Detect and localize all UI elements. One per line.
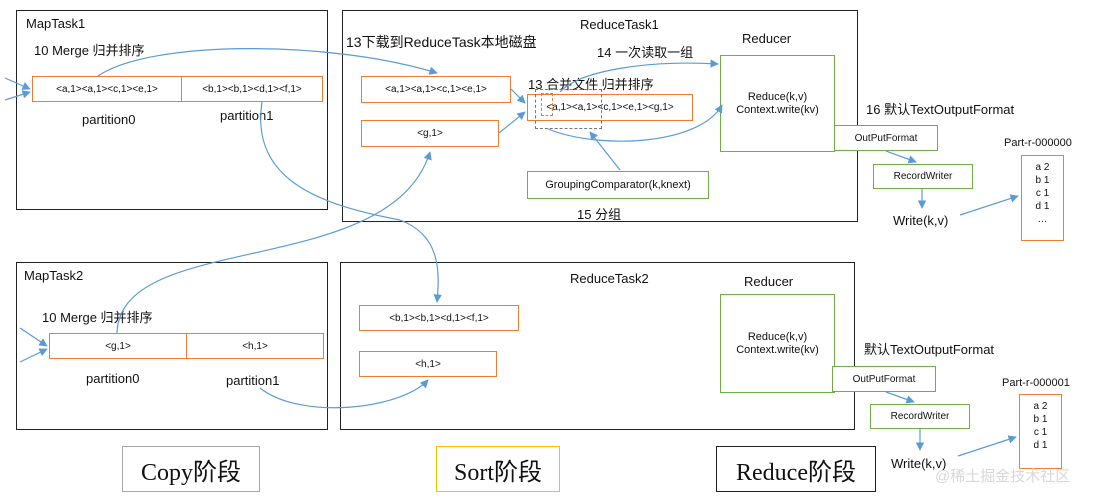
- stage-copy: Copy阶段: [122, 446, 260, 492]
- part0-line-1: b 1: [1035, 175, 1050, 186]
- reducetask1-read-group-label: 14 一次读取一组: [597, 45, 694, 60]
- reducetask1-reducer-box: Reduce(k,v) Context.write(kv): [720, 55, 835, 152]
- reducetask1-part-file-label: Part-r-000000: [1004, 137, 1072, 149]
- maptask1-partition0-box: <a,1><a,1><c,1><e,1>: [32, 76, 182, 102]
- maptask1-merge-label: 10 Merge 归并排序: [34, 43, 145, 58]
- reducetask2-write-label: Write(k,v): [891, 456, 947, 471]
- arrow-r1-of-to-rw: [885, 150, 917, 164]
- part1-line-1: b 1: [1033, 414, 1048, 425]
- reducetask1-output-format-label: 16 默认TextOutputFormat: [866, 102, 1015, 117]
- reducetask1-recordwriter-box: RecordWriter: [873, 164, 973, 189]
- part1-line-3: d 1: [1033, 440, 1048, 451]
- reducetask1-reduce-line2: Context.write(kv): [736, 103, 819, 116]
- maptask1-partition1-label: partition1: [220, 108, 274, 123]
- part0-line-3: d 1: [1035, 201, 1050, 212]
- part0-line-2: c 1: [1035, 188, 1050, 199]
- reducetask2-output-format-label: 默认TextOutputFormat: [864, 342, 995, 357]
- maptask1-partition0-label: partition0: [82, 112, 136, 127]
- reducetask2-reduce-line2: Context.write(kv): [736, 343, 819, 356]
- reducetask2-reducer-box: Reduce(k,v) Context.write(kv): [720, 294, 835, 393]
- reducetask1-title: ReduceTask1: [580, 17, 659, 32]
- reducetask2-part-file-box: a 2 b 1 c 1 d 1: [1019, 394, 1062, 469]
- reducetask1-outputformat-box: OutPutFormat: [834, 125, 938, 151]
- maptask2-partition0-label: partition0: [86, 371, 140, 386]
- maptask1-partition1-box: <b,1><b,1><d,1><f,1>: [181, 76, 323, 102]
- reducetask2-part-file-label: Part-r-000001: [1002, 377, 1070, 389]
- reducetask1-copied-g-box: <g,1>: [361, 120, 499, 147]
- arrow-r2-write-to-file: [957, 435, 1017, 457]
- maptask2-partition1-box: <h,1>: [186, 333, 324, 359]
- reducetask1-write-label: Write(k,v): [893, 213, 949, 228]
- maptask2-partition1-label: partition1: [226, 373, 280, 388]
- maptask2-merge-label: 10 Merge 归并排序: [42, 310, 153, 325]
- reducetask2-recordwriter-box: RecordWriter: [870, 404, 970, 429]
- part1-line-0: a 2: [1033, 401, 1048, 412]
- maptask1-title: MapTask1: [26, 16, 86, 31]
- reducetask2-outputformat-box: OutPutFormat: [832, 366, 936, 392]
- part1-line-2: c 1: [1033, 427, 1048, 438]
- reducetask1-download-label: 13下载到ReduceTask本地磁盘: [346, 34, 537, 50]
- stage-sort: Sort阶段: [436, 446, 560, 492]
- reducetask2-reduce-line1: Reduce(k,v): [747, 330, 808, 343]
- reducetask1-part-file-box: a 2 b 1 c 1 d 1 …: [1021, 155, 1064, 241]
- reducetask2-reducer-title: Reducer: [744, 274, 794, 289]
- maptask2-title: MapTask2: [24, 268, 84, 283]
- watermark: @稀土掘金技术社区: [935, 468, 1071, 485]
- stage-reduce: Reduce阶段: [716, 446, 876, 492]
- reducetask2-title: ReduceTask2: [570, 271, 649, 286]
- reducetask1-grouping-comparator: GroupingComparator(k,knext): [527, 171, 709, 199]
- arrow-r1-write-to-file: [959, 194, 1019, 216]
- arrow-r2-of-to-rw: [885, 391, 915, 404]
- reducetask1-copied-a-box: <a,1><a,1><c,1><e,1>: [361, 76, 511, 103]
- reducetask1-group-highlight-inner: [541, 93, 553, 116]
- reducetask1-group-label: 15 分组: [577, 207, 622, 222]
- reducetask1-reducer-title: Reducer: [742, 31, 792, 46]
- reducetask2-copied-b-box: <b,1><b,1><d,1><f,1>: [359, 305, 519, 331]
- reducetask2-copied-h-box: <h,1>: [359, 351, 497, 377]
- part0-line-0: a 2: [1035, 162, 1050, 173]
- maptask2-partition0-box: <g,1>: [49, 333, 187, 359]
- part0-line-4: …: [1037, 214, 1048, 225]
- reducetask1-reduce-line1: Reduce(k,v): [747, 90, 808, 103]
